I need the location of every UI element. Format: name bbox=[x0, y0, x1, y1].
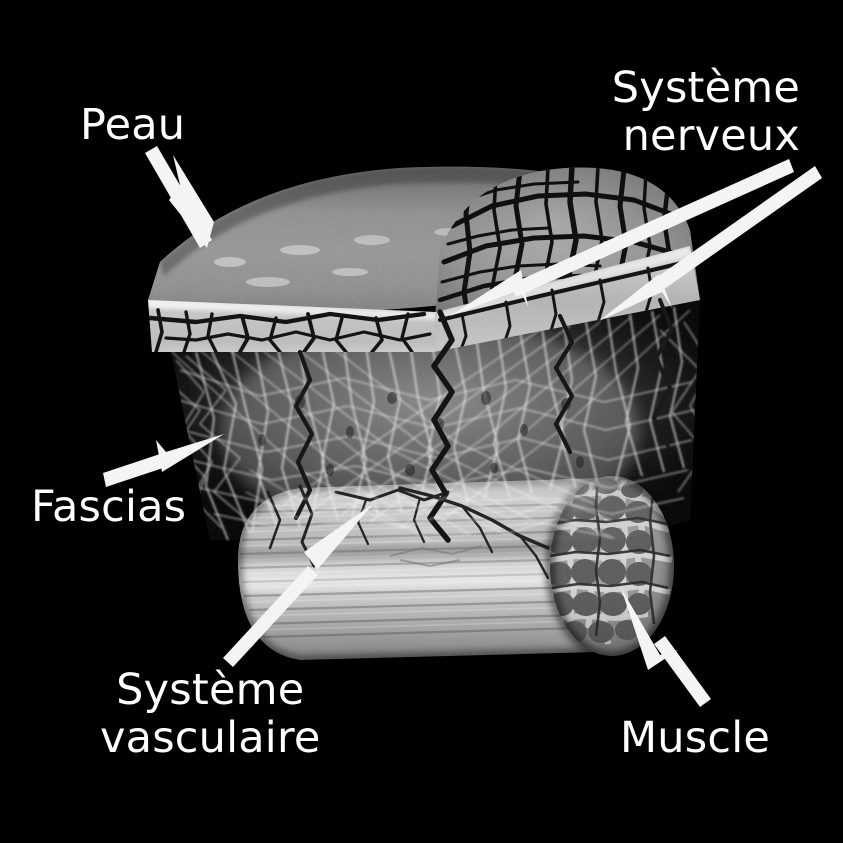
arrow-fascias bbox=[103, 434, 224, 487]
label-muscle: Muscle bbox=[620, 713, 770, 763]
label-fascias: Fascias bbox=[31, 482, 187, 532]
arrow-systeme-nerveux-2 bbox=[599, 166, 822, 321]
label-systeme-vasculaire: Système vasculaire bbox=[100, 665, 321, 763]
arrow-systeme-nerveux-1 bbox=[450, 159, 794, 316]
annotation-arrows bbox=[103, 146, 822, 707]
label-systeme-nerveux: Système nerveux bbox=[611, 63, 800, 161]
arrow-muscle bbox=[621, 588, 711, 707]
arrow-peau bbox=[145, 146, 214, 248]
label-peau: Peau bbox=[80, 100, 186, 150]
arrow-systeme-vasculaire bbox=[223, 503, 374, 667]
